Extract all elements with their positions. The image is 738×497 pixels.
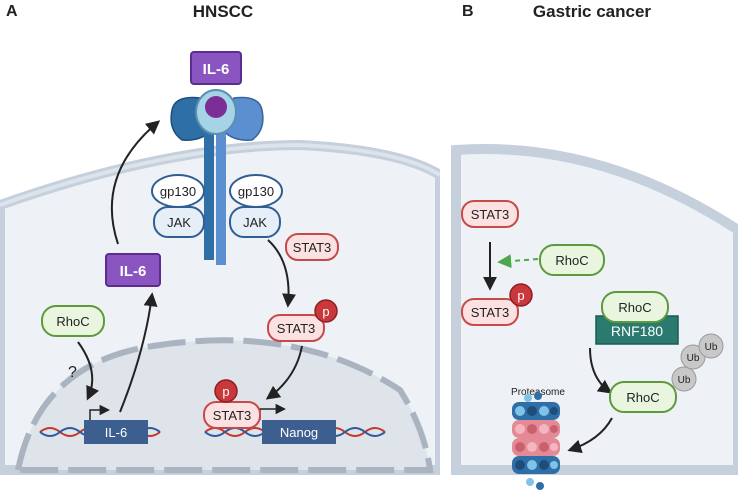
panel-letter-b: B [462, 3, 474, 20]
panel-letter-a: A [6, 3, 18, 20]
ubiquitin-3-label: Ub [705, 342, 718, 353]
gene-nanog-box [262, 420, 336, 444]
panel-b: B Gastric cancer STAT3 RhoC STAT3 p RNF1… [451, 2, 738, 490]
il6-secreted-box [105, 253, 161, 287]
panel-title-a: HNSCC [193, 2, 253, 21]
phosphate-b [509, 283, 533, 307]
arrow-il6-to-ligand [110, 120, 161, 245]
rhoc-bound-shape [601, 291, 669, 323]
stat3-cyto-shape [285, 233, 339, 261]
rhoc-ub-shape [609, 381, 677, 413]
il6-receptor [170, 89, 264, 265]
pstat3-nuclear-shape [203, 401, 261, 429]
jak-right-shape [229, 206, 281, 238]
arrow-rhoc-activation-dashed [497, 254, 539, 269]
stat3-b-shape [461, 200, 519, 228]
pstat3-cyto-shape [267, 314, 325, 342]
rhoc-a-shape [41, 305, 105, 337]
ligand-binding-site [205, 96, 227, 118]
pstat3-b-shape [461, 298, 519, 326]
il6-ligand-box [190, 51, 242, 85]
rhoc-a-label: RhoC [56, 314, 89, 329]
rhoc-activator-shape [539, 244, 605, 276]
panel-title-b: Gastric cancer [533, 2, 652, 21]
rhoc-activator-label: RhoC [555, 253, 588, 268]
ubiquitin-3 [698, 333, 724, 359]
phosphate-cyto-label: p [322, 304, 329, 319]
pstat3-cyto-label: STAT3 [277, 321, 316, 336]
ubiquitin-1-label: Ub [678, 375, 691, 386]
unknown-mark: ? [68, 364, 77, 381]
gene-il6-box [84, 420, 148, 444]
arrow-to-proteasome [567, 417, 613, 454]
pstat3-nuclear-label: STAT3 [213, 408, 252, 423]
stat3-b-label: STAT3 [471, 207, 510, 222]
rhoc-bound-label: RhoC [618, 300, 651, 315]
arrow-rhoc-to-gene [77, 341, 100, 401]
arrow-ubiquitination [589, 347, 613, 394]
jak-right-label: JAK [243, 215, 267, 230]
il6-secreted-label: IL-6 [120, 263, 147, 280]
jak-left-label: JAK [167, 215, 191, 230]
ubiquitin-2-label: Ub [687, 353, 700, 364]
pstat3-b-label: STAT3 [471, 305, 510, 320]
il6-ligand-label: IL-6 [203, 61, 230, 78]
phosphate-cyto [314, 299, 338, 323]
arrow-jak-to-pstat3 [267, 239, 297, 308]
gene-nanog-label: Nanog [280, 425, 318, 440]
panel-divider [440, 0, 452, 497]
rnf180-label: RNF180 [611, 323, 663, 339]
arrow-pstat3-to-nucleus [265, 345, 303, 400]
phosphate-b-label: p [517, 288, 524, 303]
panel-a: A HNSCC IL-6 gp130 JAK gp130 JAK STAT3 [0, 2, 445, 475]
ubiquitin-2 [680, 344, 706, 370]
phosphate-nuclear [214, 379, 238, 403]
proteasome-icon [512, 392, 560, 490]
gp130-right-label: gp130 [238, 184, 274, 199]
promoter-il6-icon [89, 404, 111, 420]
phosphate-nuclear-label: p [222, 384, 229, 399]
gp130-left-label: gp130 [160, 184, 196, 199]
stat3-cyto-label: STAT3 [293, 240, 332, 255]
arrow-gene-to-il6 [119, 292, 158, 413]
rhoc-ub-label: RhoC [626, 390, 659, 405]
gene-il6-label: IL-6 [105, 425, 127, 440]
jak-left-shape [153, 206, 205, 238]
ubiquitin-1 [671, 366, 697, 392]
